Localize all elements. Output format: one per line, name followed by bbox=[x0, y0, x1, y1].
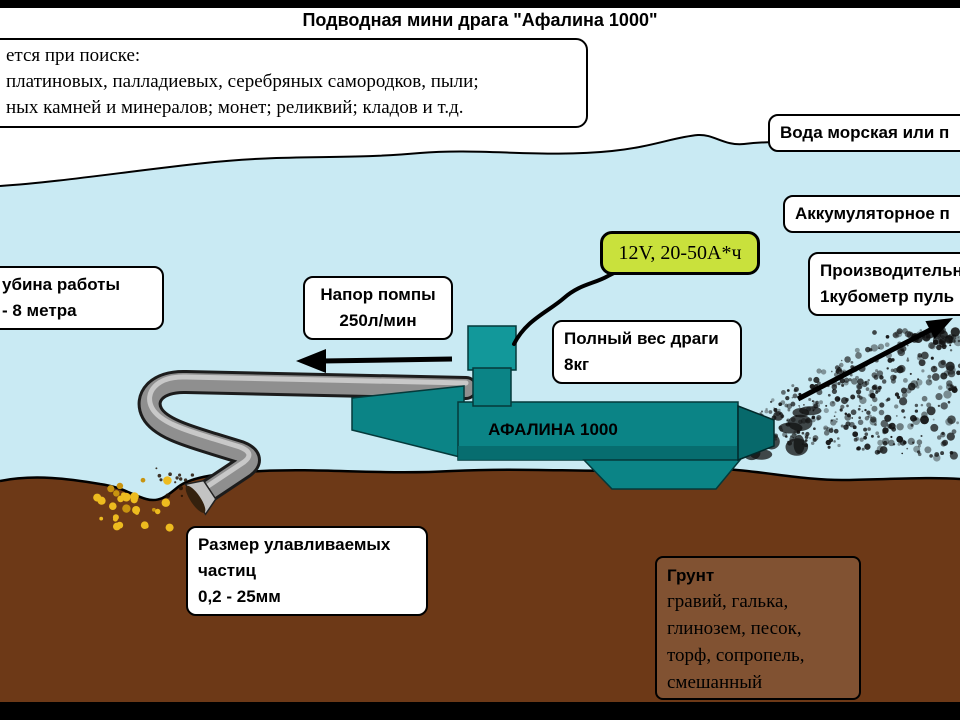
discharge-arrow-icon bbox=[796, 318, 953, 402]
working-depth-label: убина работы - 8 метра bbox=[0, 266, 164, 330]
ground-surface-line bbox=[0, 466, 960, 502]
keel bbox=[582, 459, 742, 490]
pump-tower bbox=[467, 325, 517, 371]
device-name-label: АФАЛИНА 1000 bbox=[488, 420, 618, 439]
flow-arrow-left-icon bbox=[296, 349, 453, 373]
productivity-label: Производительн 1кубометр пуль bbox=[808, 252, 960, 316]
particle-size-label: Размер улавливаемых частиц 0,2 - 25мм bbox=[186, 526, 428, 616]
usage-info-line: ных камней и минералов; монет; реликвий;… bbox=[6, 97, 464, 118]
battery-type-label: Аккумуляторное п bbox=[783, 195, 960, 233]
top-letterbox-bar bbox=[0, 0, 960, 8]
bottom-letterbox-bar bbox=[0, 702, 960, 720]
dredge-weight-label: Полный вес драги 8кг bbox=[552, 320, 742, 384]
usage-info-line: ется при поиске: bbox=[6, 45, 141, 66]
ground-type-label: Грунт гравий, галька, глинозем, песок, т… bbox=[655, 556, 861, 700]
gold-particles bbox=[93, 476, 174, 532]
outlet-cone bbox=[737, 404, 775, 462]
dredge bbox=[351, 325, 775, 490]
pump-pressure-label: Напор помпы 250л/мин bbox=[303, 276, 453, 340]
usage-info-box: ется при поиске: платиновых, палладиевых… bbox=[0, 38, 588, 128]
water-type-label: Вода морская или п bbox=[768, 114, 960, 152]
page-title: Подводная мини драга "Афалина 1000" bbox=[302, 10, 658, 30]
suction-hose bbox=[137, 370, 478, 516]
battery-spec-badge: 12V, 20-50А*ч bbox=[600, 231, 760, 275]
usage-info-line: платиновых, палладиевых, серебряных само… bbox=[6, 71, 479, 92]
power-wire bbox=[512, 270, 618, 346]
